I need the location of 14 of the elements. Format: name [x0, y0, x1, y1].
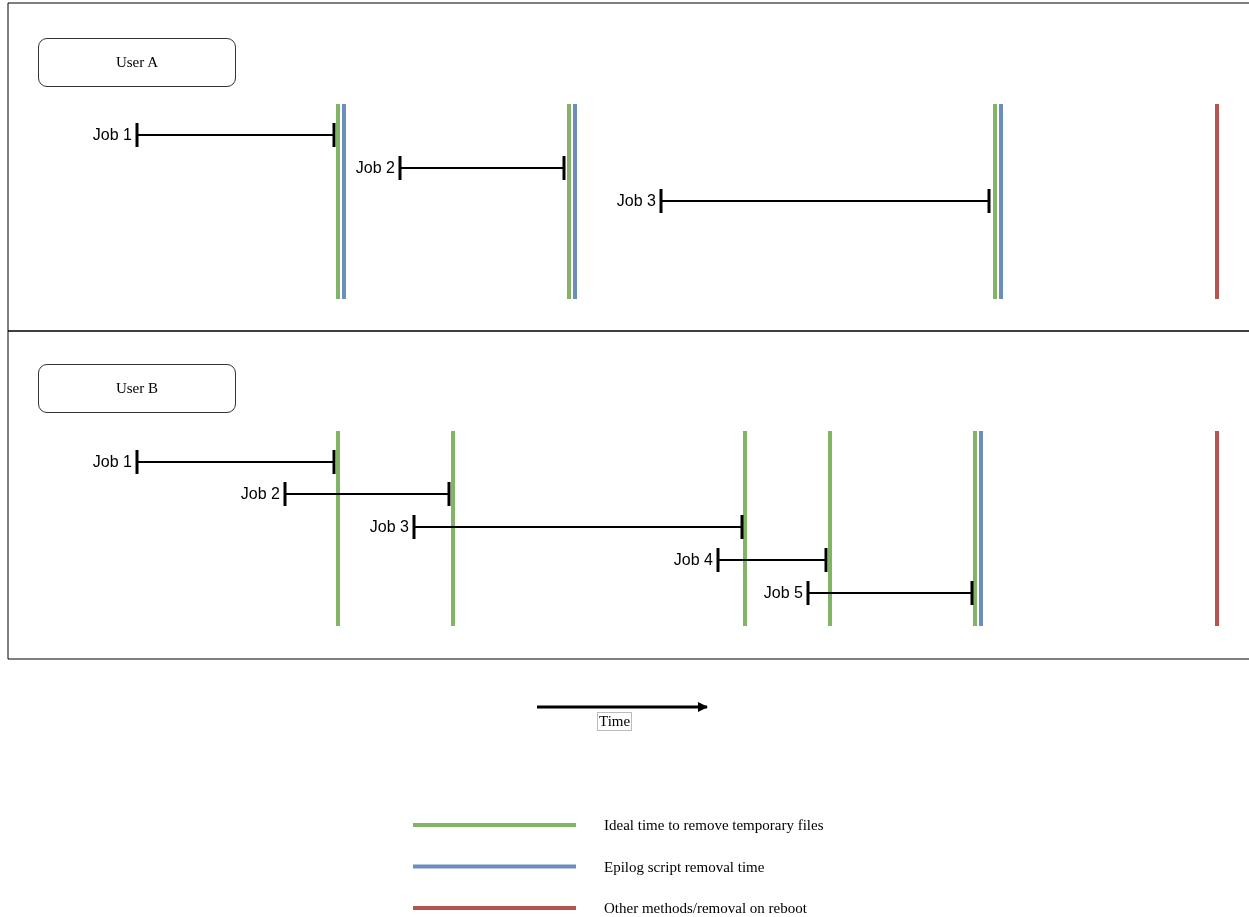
axis-label: Time [597, 712, 633, 731]
legend-label: Other methods/removal on reboot [604, 899, 807, 917]
job-label: Job 3 [616, 192, 656, 210]
job-label: Job 1 [92, 126, 132, 144]
legend-label: Epilog script removal time [604, 857, 765, 876]
job-label: Job 4 [673, 551, 713, 569]
job-label: Job 5 [763, 584, 803, 602]
job-label: Job 2 [355, 159, 395, 177]
job-label: Job 3 [369, 518, 409, 536]
legend-label: Ideal time to remove temporary files [604, 816, 824, 834]
job-label: Job 2 [240, 485, 280, 503]
lane-title-box: User A [38, 38, 236, 87]
lane-title-box: User B [38, 364, 236, 413]
job-label: Job 1 [92, 453, 132, 471]
